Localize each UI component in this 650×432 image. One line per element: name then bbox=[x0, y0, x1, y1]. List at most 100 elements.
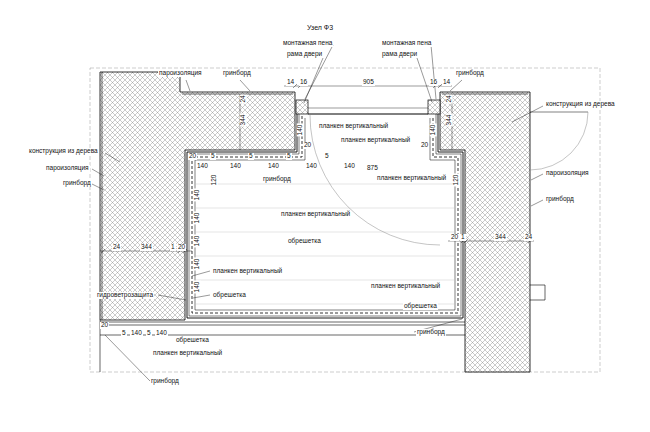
dimension-value: 140 bbox=[194, 235, 201, 248]
callout-text: планкен вертикальный bbox=[340, 137, 411, 144]
dimension-value: 140 bbox=[229, 163, 242, 170]
leader-line bbox=[431, 45, 436, 99]
callout-text: гринборд bbox=[62, 180, 92, 187]
dimension-value: 344 bbox=[240, 114, 247, 127]
callout-text: планкен вертикальный bbox=[152, 350, 223, 357]
dimension-value: 16 bbox=[299, 79, 308, 86]
dimension-value: 140 bbox=[194, 258, 201, 271]
dimension-value: 5 bbox=[324, 153, 330, 160]
leader-line bbox=[105, 335, 150, 381]
leader-line bbox=[192, 271, 210, 276]
dimension-value: 24 bbox=[240, 94, 247, 103]
door-swing bbox=[310, 112, 588, 245]
dimension-value: 5 bbox=[146, 330, 152, 337]
ceiling-boards bbox=[196, 280, 454, 281]
ceiling-boards bbox=[196, 232, 454, 233]
dimension-value: 24 bbox=[524, 234, 533, 241]
leader-line bbox=[531, 200, 543, 206]
callout-text: гринборд bbox=[262, 176, 292, 183]
dimension-value: 140 bbox=[343, 163, 356, 170]
dimension-value: 14 bbox=[286, 79, 295, 86]
callout-text: монтажная пена bbox=[381, 40, 432, 47]
callout-text: планкен вертикальный bbox=[370, 283, 441, 290]
callout-text: обрешетка bbox=[287, 238, 322, 245]
ceiling-boards bbox=[196, 184, 454, 185]
dimension-value: 140 bbox=[305, 163, 318, 170]
callout-text: конструкция из дерева bbox=[545, 101, 616, 108]
callout-text: рама двери bbox=[381, 51, 418, 58]
dimension-value: 14 bbox=[442, 79, 451, 86]
callout-text: обрешетка bbox=[403, 303, 438, 310]
callout-text: планкен вертикальный bbox=[212, 268, 283, 275]
dimension-value: 140 bbox=[155, 330, 168, 337]
dimension-value: 1 bbox=[460, 234, 466, 241]
callout-text: пароизоляция bbox=[45, 165, 90, 172]
dimension-value: 905 bbox=[362, 79, 375, 86]
door-swing bbox=[530, 112, 588, 113]
dimension-value: 20 bbox=[303, 142, 312, 149]
door-frame bbox=[296, 100, 308, 114]
dimension-value: 344 bbox=[494, 234, 507, 241]
dimension-value: 140 bbox=[194, 189, 201, 202]
callout-text: конструкция из дерева bbox=[28, 148, 99, 155]
dimension-value: 120 bbox=[211, 174, 218, 187]
leader-line bbox=[92, 169, 104, 176]
callout-text: обрешетка bbox=[175, 337, 210, 344]
callout-text: рама двери bbox=[286, 51, 323, 58]
dimension-value: 20 bbox=[450, 234, 459, 241]
leader-line bbox=[105, 153, 120, 162]
dimension-value: 24 bbox=[446, 94, 453, 103]
callout-text: пароизоляция bbox=[545, 170, 590, 177]
dimension-value: 5 bbox=[210, 153, 216, 160]
callout-text: гринборд bbox=[150, 378, 180, 385]
dimension-value: 344 bbox=[446, 114, 453, 127]
leader-line bbox=[193, 295, 210, 298]
door-frame bbox=[296, 100, 440, 114]
leader-line bbox=[531, 174, 543, 180]
wall-lines bbox=[100, 325, 465, 326]
drawing-title: Узел Ф3 bbox=[306, 24, 334, 31]
leader-line bbox=[158, 295, 186, 300]
ceiling-boards bbox=[196, 208, 454, 209]
callout-text: пароизоляция bbox=[158, 70, 203, 77]
dimension-value: 5 bbox=[121, 330, 127, 337]
dimension-value: 1 bbox=[170, 244, 176, 251]
callout-text: гринборд bbox=[416, 329, 446, 336]
cladding-layers bbox=[189, 114, 461, 316]
cladding-layers bbox=[195, 118, 455, 310]
dimension-value: 5 bbox=[248, 153, 254, 160]
wall-lines bbox=[100, 72, 545, 372]
ceiling-boards bbox=[196, 184, 454, 304]
leader-line bbox=[92, 184, 104, 190]
outline-frame bbox=[90, 68, 600, 372]
callout-text: планкен вертикальный bbox=[318, 123, 389, 130]
wall-lines bbox=[102, 72, 103, 320]
dimension-value: 24 bbox=[112, 244, 121, 251]
dimension-value: 140 bbox=[130, 330, 143, 337]
callout-text: планкен вертикальный bbox=[376, 175, 447, 182]
cladding-layers bbox=[187, 114, 463, 318]
dimension-value: 140 bbox=[196, 163, 209, 170]
leader-line bbox=[512, 106, 543, 122]
wall-lines bbox=[530, 285, 545, 300]
dimension-value: 20 bbox=[420, 142, 429, 149]
callout-text: обрешетка bbox=[212, 292, 247, 299]
timber-wall bbox=[100, 72, 530, 372]
leader-line bbox=[240, 80, 250, 91]
door-swing bbox=[530, 112, 588, 170]
wall-lines bbox=[442, 94, 528, 95]
leader-line bbox=[450, 80, 462, 91]
dimension-value: 120 bbox=[453, 174, 460, 187]
dimension-value: 140 bbox=[194, 212, 201, 225]
leader-line bbox=[186, 80, 190, 91]
wall-lines bbox=[182, 94, 293, 95]
dimension-lines bbox=[100, 251, 192, 252]
dimension-value: 140 bbox=[430, 124, 437, 137]
dimension-value: 20 bbox=[100, 322, 109, 329]
callout-text: гринборд bbox=[545, 196, 575, 203]
dimension-value: 140 bbox=[267, 163, 280, 170]
dimension-value: 875 bbox=[366, 165, 379, 172]
door-frame bbox=[308, 108, 428, 109]
